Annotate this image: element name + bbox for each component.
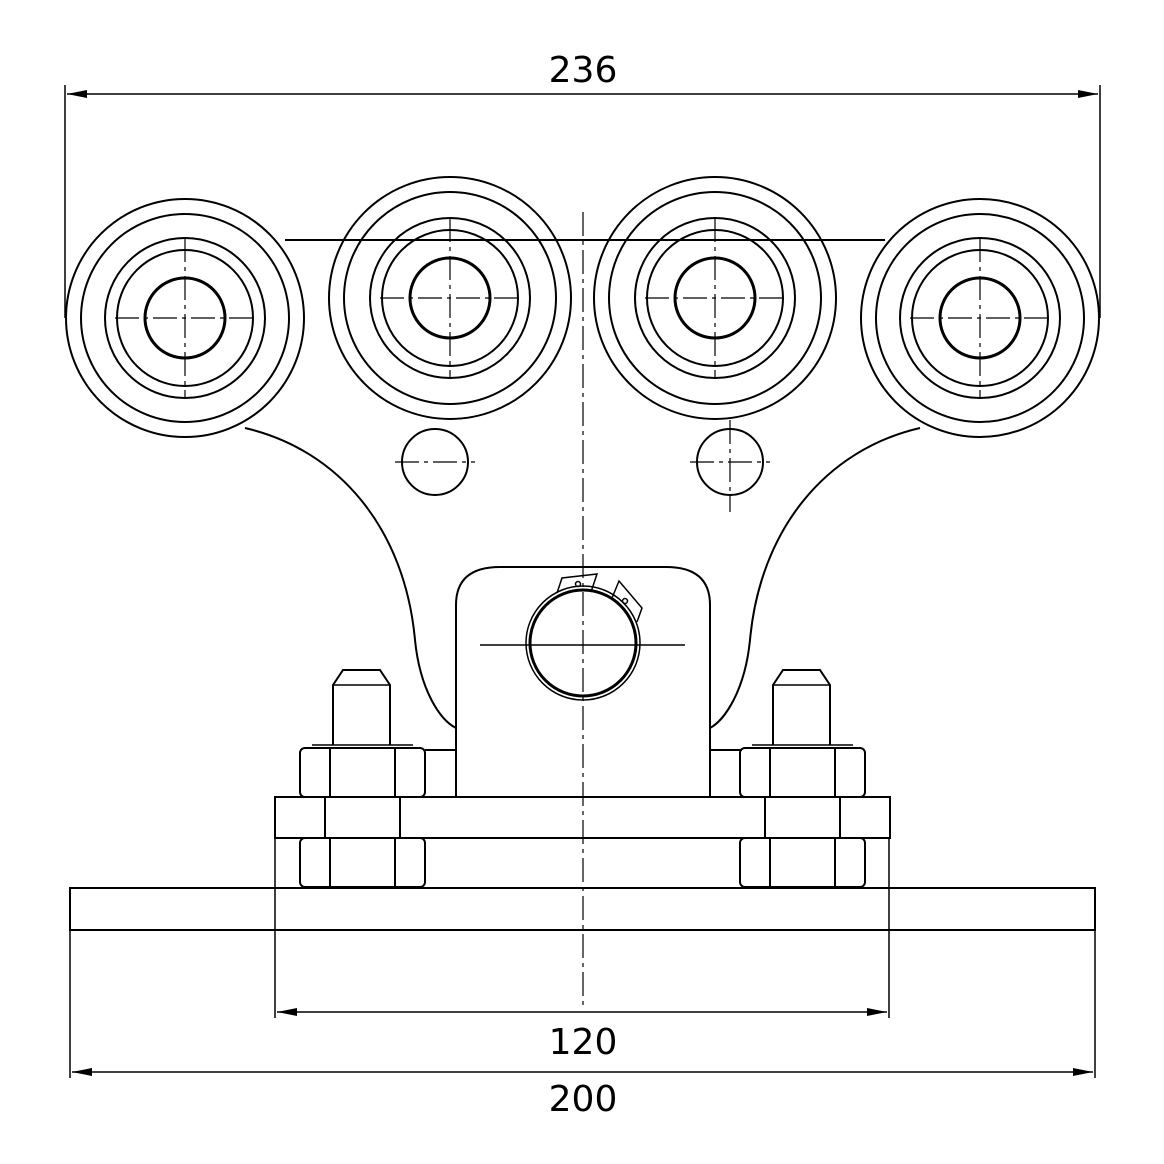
wheel-2	[328, 176, 572, 420]
dimension-label-120: 120	[549, 1022, 618, 1063]
dimension-label-200: 200	[549, 1079, 618, 1120]
wheel-1	[65, 198, 305, 438]
dimension-120: 120	[277, 1008, 887, 1063]
dimension-label-236: 236	[549, 50, 618, 91]
wheel-3	[593, 176, 837, 420]
wheel-4	[860, 198, 1100, 438]
dimension-236: 236	[64, 50, 1101, 318]
bolt-right	[739, 669, 866, 888]
carriage-body	[244, 239, 921, 729]
dimension-200: 200	[72, 1068, 1093, 1120]
bolt-left	[299, 669, 426, 888]
